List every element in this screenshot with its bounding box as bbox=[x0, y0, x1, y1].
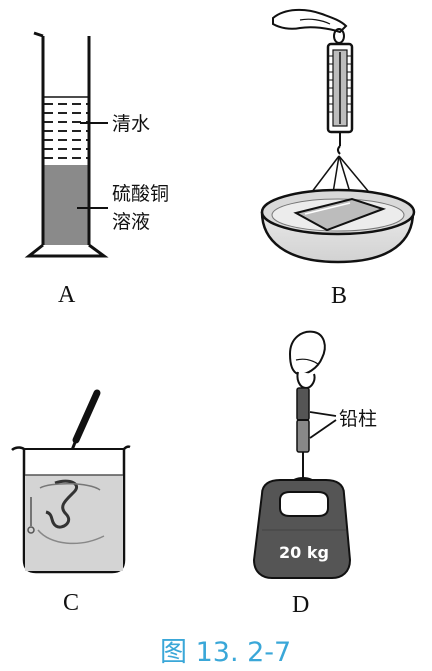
lower-lead-cylinder bbox=[296, 419, 310, 453]
figure-caption: 图 13. 2-7 bbox=[160, 637, 291, 668]
upper-lead-cylinder bbox=[296, 387, 310, 421]
panel-d: 铅柱 20 kg D bbox=[252, 330, 377, 618]
copper-sulfate-solution bbox=[43, 165, 89, 245]
spout bbox=[33, 31, 44, 38]
ink-swirl bbox=[45, 479, 78, 529]
spring-scale bbox=[326, 42, 354, 155]
glass-plate bbox=[293, 197, 387, 232]
panel-a: 清水 硫酸铜 溶液 A bbox=[24, 31, 169, 308]
weight-20kg: 20 kg bbox=[252, 479, 352, 579]
panel-b: B bbox=[260, 8, 416, 309]
panel-letter-b: B bbox=[331, 283, 347, 309]
label-water: 清水 bbox=[112, 113, 150, 135]
clear-water-layer bbox=[43, 97, 89, 165]
label-lead-cylinder: 铅柱 bbox=[339, 408, 377, 430]
hand-icon-d bbox=[288, 330, 326, 376]
panel-letter-a: A bbox=[58, 282, 76, 308]
label-solution-line1: 硫酸铜 bbox=[112, 183, 169, 205]
panel-letter-d: D bbox=[292, 592, 309, 618]
lead-pointer-upper bbox=[309, 411, 337, 417]
dropper-icon bbox=[72, 389, 101, 444]
lead-pointer-lower bbox=[309, 419, 337, 439]
graduated-cylinder bbox=[24, 31, 109, 258]
weight-label: 20 kg bbox=[279, 543, 329, 562]
hand-icon bbox=[272, 8, 348, 34]
beaker bbox=[11, 445, 131, 574]
panel-letter-c: C bbox=[63, 590, 79, 616]
label-solution-line2: 溶液 bbox=[112, 211, 150, 233]
panel-c: C bbox=[11, 389, 131, 616]
